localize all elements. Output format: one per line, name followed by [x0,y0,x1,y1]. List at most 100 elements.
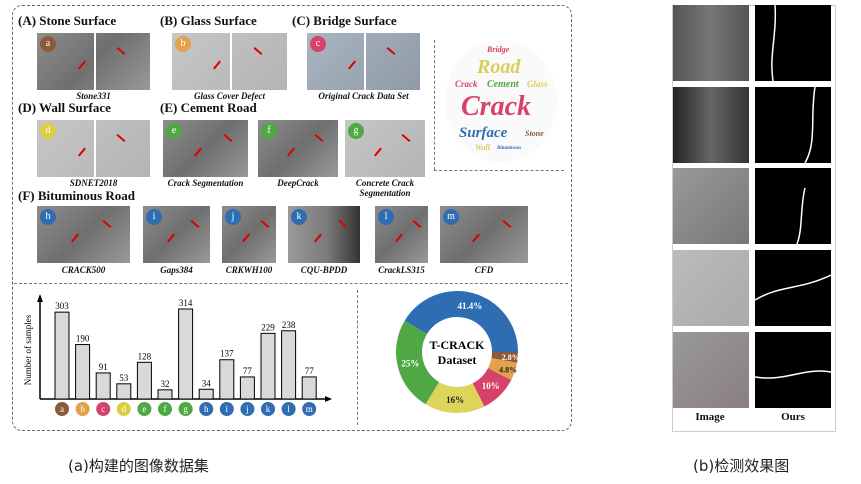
sample-image-k: k [288,206,360,263]
detection-result [755,4,831,82]
sample-image-f: f [258,120,338,177]
bar [198,388,214,400]
detection-result [755,168,831,245]
dataset-badge: e [166,123,182,139]
arrow-icon [394,233,403,243]
dataset-name: Gaps384 [160,265,193,275]
dataset-name: CQU-BPDD [300,265,348,275]
dataset-name: CFD [474,265,494,275]
sample-image-h: h [37,206,130,263]
arrow-icon [386,47,396,56]
bar [116,383,132,400]
x-tick-label: c [101,404,105,414]
bar-value-label: 190 [76,334,90,344]
donut-title-line1: T-CRACK [430,338,486,352]
dataset-name: Concrete Crack Segmentation [355,178,415,198]
crack-mask [771,4,777,82]
bar [136,361,152,400]
cloud-word: Crack [461,91,531,122]
bar-value-label: 314 [179,298,193,308]
arrow-icon [471,233,480,243]
bar-value-label: 34 [202,378,212,388]
cloud-word: Road [477,56,521,78]
detection-result [754,332,832,408]
dataset-badge: m [443,209,459,225]
sample-image-c: c [307,33,420,90]
bar [301,376,317,400]
dataset-badge: h [40,209,56,225]
category-badge [55,402,69,416]
sample-image-i: i [143,206,210,263]
section-divider [14,283,568,284]
dataset-name: Glass Cover Defect [194,91,265,101]
section-stone: (A) Stone Surface [18,13,117,28]
bar-value-label: 128 [138,351,152,361]
cloud-word: Bituminous [497,146,522,151]
y-axis-label: Number of samples [23,314,33,385]
category-badge [261,402,275,416]
dataset-badge: i [146,209,162,225]
x-tick-label: m [306,404,313,414]
category-badge [178,402,193,416]
sample-image-b: b [172,33,287,90]
x-axis-arrow [325,396,332,402]
bar [281,330,297,400]
dataset-badge: a [40,36,56,52]
category-badge [302,402,317,416]
bar-value-label: 32 [161,379,170,389]
dataset-name: Original Crack Data Set [318,91,409,101]
arrow-icon [502,220,512,229]
column-label-ours: Ours [781,411,805,423]
crack-mask [796,187,806,245]
bar [260,332,276,400]
dataset-badge: d [40,123,56,139]
detection-result [754,250,832,326]
donut-slice [491,352,518,363]
bar-value-label: 303 [55,301,69,311]
detection-result [755,86,831,164]
crack-mask [754,274,832,301]
slice-label: 10% [482,381,500,391]
cloud-divider [434,40,435,170]
donut-slice [488,358,518,381]
column-label-image: Image [695,411,725,423]
input-image [673,168,749,244]
dataset-badge: k [291,209,307,225]
section-bituminous: (F) Bituminous Road [18,188,136,203]
panel-b [672,5,836,432]
category-badge [219,402,234,416]
category-badge [240,402,255,416]
dataset-name: Crack Segmentation [167,178,244,188]
category-badge [75,402,90,416]
panel-a-frame [12,5,572,431]
arrow-icon [374,147,382,157]
chart-divider [357,290,358,425]
x-tick-label: l [287,404,290,414]
section-glass: (B) Glass Surface [160,13,257,28]
bar [54,311,70,400]
dataset-badge: j [225,209,241,225]
dataset-name: SDNET2018 [69,178,118,188]
sample-image-j: j [222,206,276,263]
dataset-badge: g [348,123,364,139]
bar-chart: Number of samples303a190b91c53d128e32f31… [23,294,332,416]
section-bridge: (C) Bridge Surface [292,13,397,28]
x-tick-label: k [266,404,271,414]
slice-label: 4.8% [499,365,517,374]
dataset-name: DeepCrack [277,178,319,188]
cloud-divider-bottom [434,170,564,171]
slice-label: 2.8% [502,353,520,362]
bar [75,344,91,400]
bar-value-label: 229 [261,322,275,332]
dataset-name: CRACK500 [61,265,106,275]
input-image [673,250,749,326]
x-tick-label: g [183,404,188,414]
dataset-badge: l [378,209,394,225]
crack-mask [804,86,816,164]
x-tick-label: j [245,404,249,414]
input-image [673,5,749,81]
category-badge [158,402,172,416]
bar [239,376,255,400]
section-wall: (D) Wall Surface [18,100,111,115]
